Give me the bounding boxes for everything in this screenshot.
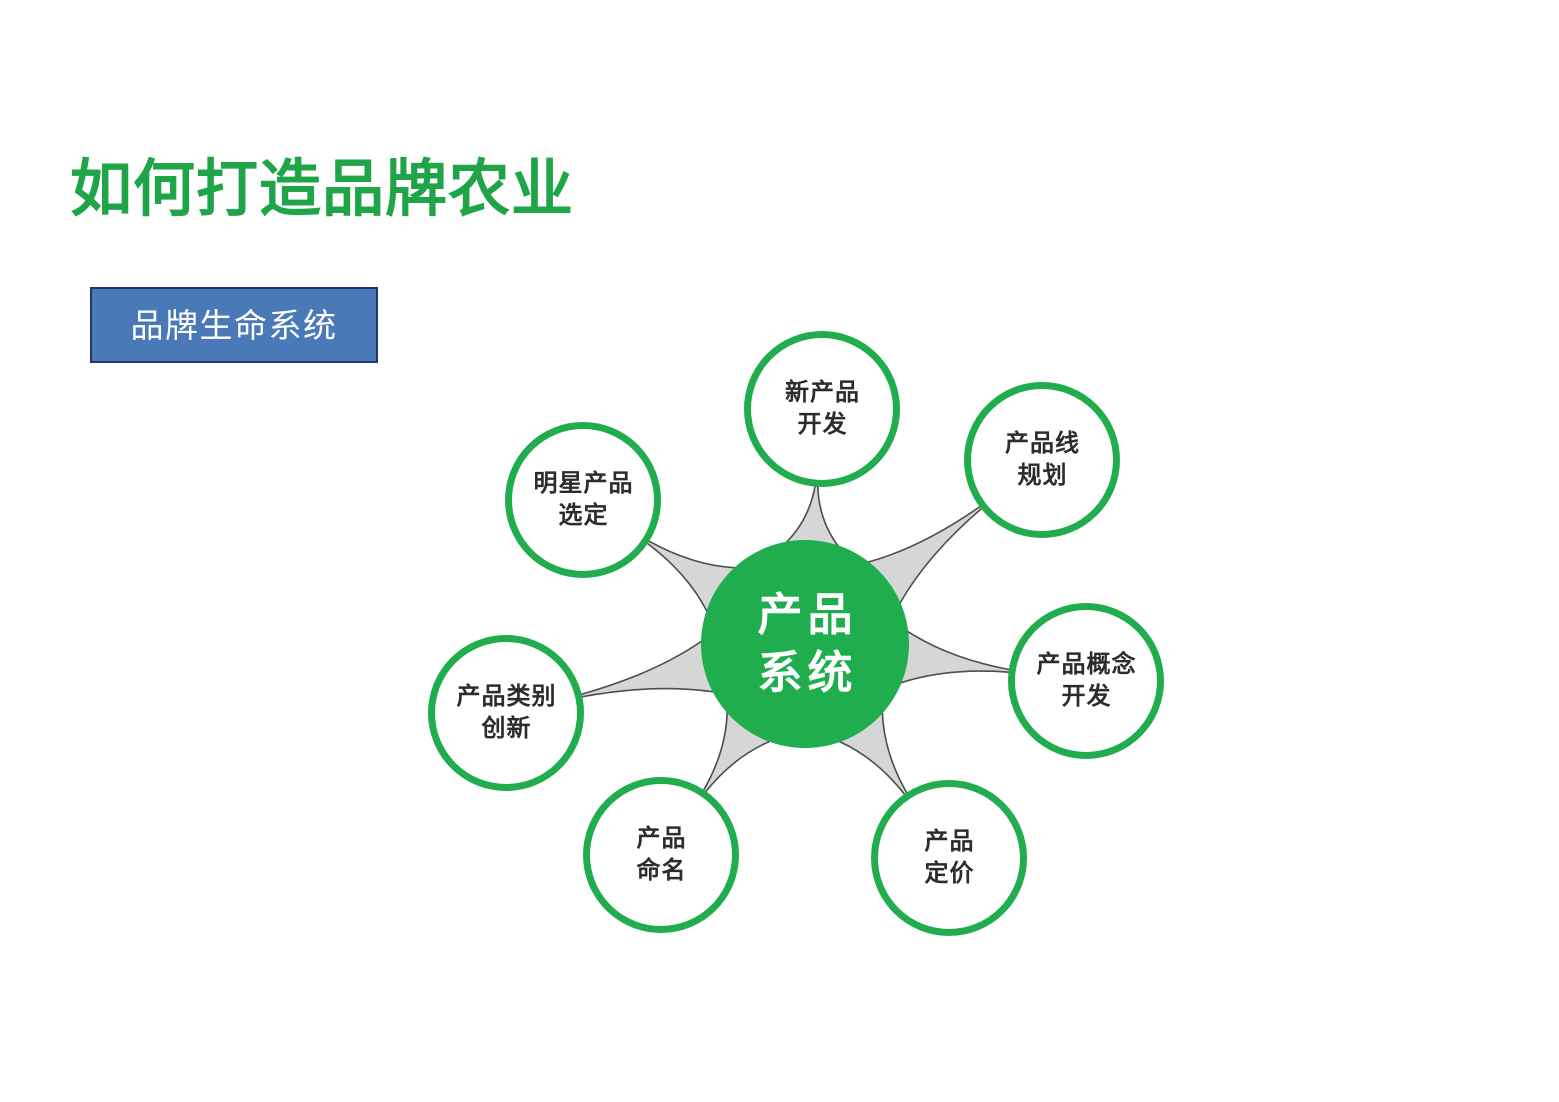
node-label-line: 产品 xyxy=(924,827,975,855)
node-label-line: 开发 xyxy=(797,411,848,438)
slide-title: 如何打造品牌农业 xyxy=(70,155,575,224)
node-label-line: 定价 xyxy=(924,860,975,887)
node-label-line: 新产品 xyxy=(785,378,860,406)
node-star-product-selection[interactable]: 明星产品选定 xyxy=(505,422,661,578)
node-product-line-planning[interactable]: 产品线规划 xyxy=(964,382,1120,538)
node-label-line: 产品概念 xyxy=(1036,650,1137,678)
node-label-line: 创新 xyxy=(481,715,532,742)
node-product-concept-development[interactable]: 产品概念开发 xyxy=(1008,603,1164,759)
node-product-category-innovation[interactable]: 产品类别创新 xyxy=(428,635,584,791)
node-label-line: 开发 xyxy=(1061,683,1112,710)
connector-new-product-development xyxy=(785,483,839,547)
node-label-line: 产品 xyxy=(636,824,687,852)
node-label-line: 规划 xyxy=(1017,462,1068,489)
node-label-line: 选定 xyxy=(558,502,609,529)
node-label-line: 明星产品 xyxy=(533,469,634,497)
node-label-line: 产品类别 xyxy=(456,682,557,710)
connector-product-category-innovation xyxy=(578,640,715,698)
connector-product-concept-development xyxy=(899,630,1012,684)
hub-node-product-system[interactable]: 产品系统 xyxy=(701,540,909,748)
hub-label-line: 产品 xyxy=(757,589,858,641)
node-product-pricing[interactable]: 产品定价 xyxy=(871,780,1027,936)
hub-label-line: 系统 xyxy=(757,647,858,698)
node-label-line: 产品线 xyxy=(1005,429,1080,457)
node-label-line: 命名 xyxy=(636,857,687,884)
node-product-naming[interactable]: 产品命名 xyxy=(583,777,739,933)
node-new-product-development[interactable]: 新产品开发 xyxy=(744,331,900,487)
subtitle-badge[interactable]: 品牌生命系统 xyxy=(90,287,378,363)
subtitle-badge-label: 品牌生命系统 xyxy=(130,306,338,344)
